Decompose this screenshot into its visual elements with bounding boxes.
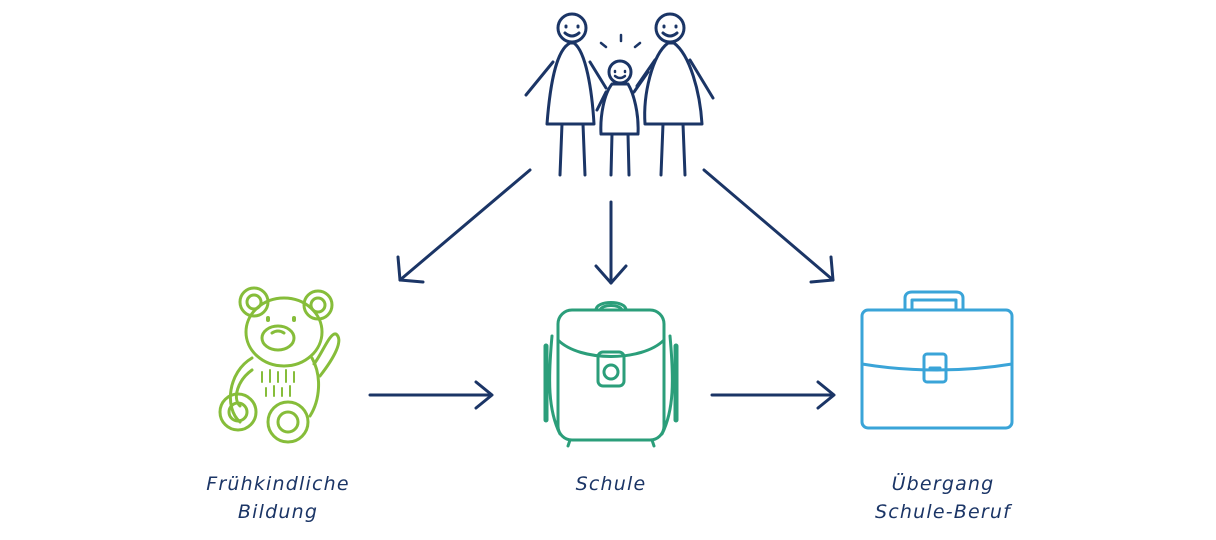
teddy-bear-icon <box>218 286 341 444</box>
arrow-family-to-transition <box>702 168 835 284</box>
label-transition-line2: Schule-Beruf <box>874 501 1012 523</box>
label-early-line1: Frühkindliche <box>206 473 350 495</box>
briefcase-icon <box>860 290 1014 430</box>
label-transition-line1: Übergang <box>891 473 995 495</box>
arrow-early-to-school <box>368 380 494 410</box>
label-school: Schule <box>481 470 741 498</box>
family-icon <box>524 12 715 177</box>
label-school-to-work: Übergang Schule-Beruf <box>813 470 1073 526</box>
arrow-family-to-school <box>594 200 628 285</box>
arrow-family-to-early-education <box>396 168 532 284</box>
mother-figure <box>635 12 715 177</box>
label-early-line2: Bildung <box>237 501 319 523</box>
father-figure <box>524 12 608 177</box>
arrow-school-to-transition <box>710 380 836 410</box>
label-early-education: Frühkindliche Bildung <box>148 470 408 526</box>
arrows-from-family <box>396 168 835 285</box>
school-backpack-icon <box>543 301 679 448</box>
child-figure <box>595 33 650 177</box>
label-school-text: Schule <box>575 473 647 495</box>
arrows-between-stages <box>368 380 836 410</box>
